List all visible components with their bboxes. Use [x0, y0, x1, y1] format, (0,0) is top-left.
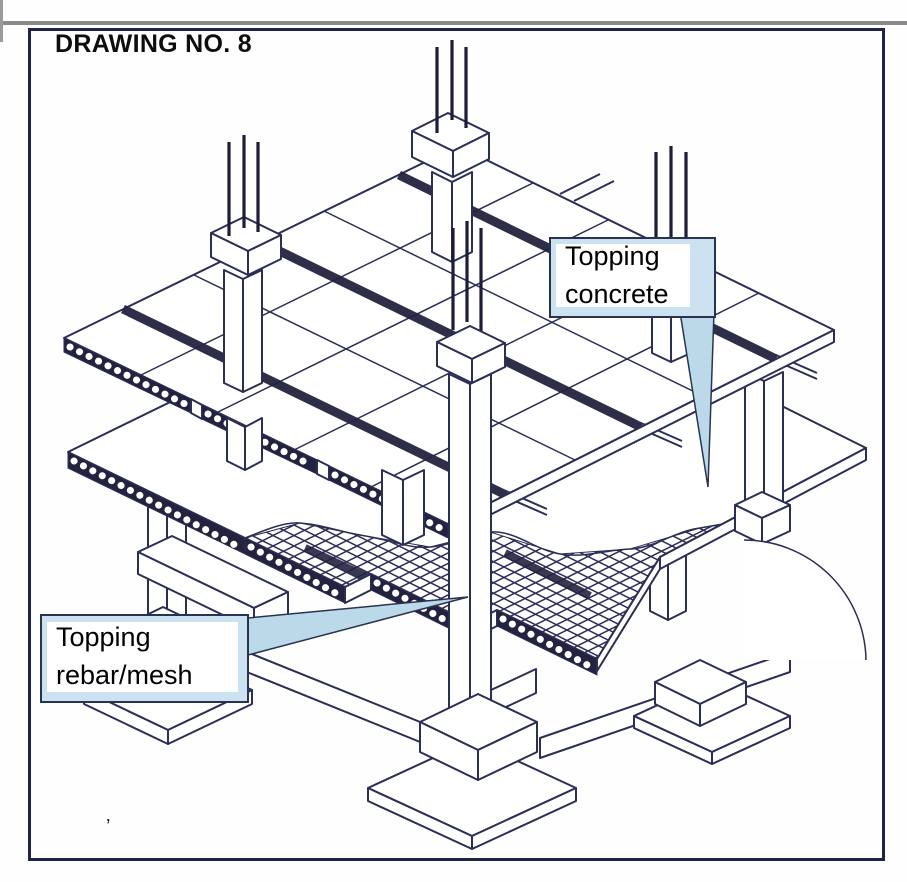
stray-footnote-mark: ’ [106, 816, 111, 838]
callout-topping-concrete: Topping concrete [549, 237, 716, 318]
drawing-title: DRAWING NO. 8 [55, 30, 252, 58]
footing-centre [367, 693, 577, 850]
column-dowel-rebars [227, 40, 688, 338]
ledger-beam [137, 535, 289, 631]
page-top-rule [0, 21, 907, 25]
cutaway-arc [743, 539, 867, 661]
page-edge-tick [0, 0, 3, 42]
callout-topping-concrete-label: Topping concrete [556, 241, 690, 309]
upper-columns [210, 112, 703, 393]
footing-right [633, 659, 791, 765]
drawing-frame [28, 28, 885, 861]
callout-topping-rebar-mesh: Topping rebar/mesh [40, 614, 249, 703]
interstorey-column-segments [226, 417, 425, 546]
callout-topping-rebar-mesh-label: Topping rebar/mesh [47, 622, 238, 692]
